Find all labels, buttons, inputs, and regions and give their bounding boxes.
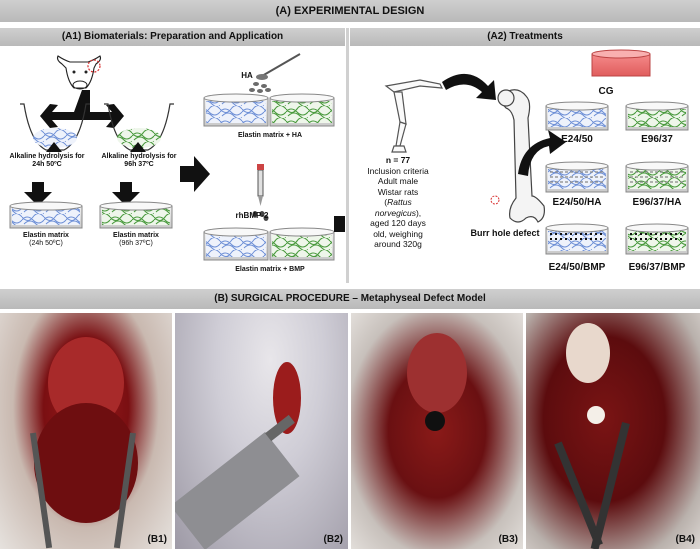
photo-b2-label: (B2) [323, 534, 343, 545]
matrix-right-title: Elastin matrix [113, 232, 159, 239]
split-arrow-icon [40, 90, 124, 128]
criteria-line: norvegicus), [358, 208, 438, 219]
section-b-bar: (B) SURGICAL PROCEDURE – Metaphyseal Def… [0, 289, 700, 309]
triangle-right-icon [130, 142, 146, 152]
matrix-left-title: Elastin matrix [23, 232, 69, 239]
curved-arrow-top-icon [442, 73, 496, 100]
bmp-dishes-icon [203, 227, 335, 261]
section-a2-bar: (A2) Treatments [350, 28, 700, 46]
bmp-label: rhBMP-2 [235, 211, 269, 220]
section-a2-title: (A2) Treatments [487, 31, 563, 42]
section-b-title: (B) SURGICAL PROCEDURE – Metaphyseal Def… [214, 293, 486, 304]
n-line: n = 77 [385, 155, 411, 165]
arrow-to-application-icon [180, 156, 210, 192]
femur-bone-icon [490, 89, 545, 223]
criteria-line: around 320g [374, 239, 422, 249]
elastin-ha-label: Elastin matrix + HA [238, 132, 302, 139]
photo-b3-label: (B3) [498, 534, 518, 545]
dish-e96-37-icon [625, 101, 689, 131]
dish-green-icon [99, 201, 173, 229]
section-divider [346, 28, 349, 283]
hydrolysis-left-label: Alkaline hydrolysis for 24h 50ºC [9, 153, 85, 168]
inclusion-criteria: n = 77 Inclusion criteria Adult male Wis… [358, 155, 438, 250]
group-e96-37-ha: E96/37/HA [632, 197, 682, 208]
elastin-bmp-label: Elastin matrix + BMP [235, 266, 305, 273]
photo-b3: (B3) [351, 313, 523, 549]
group-e24-50: E24/50 [561, 134, 593, 145]
forceps-b1-icon [30, 337, 138, 549]
burr-hole-b3-icon [407, 333, 467, 431]
photo-b2: (B2) [175, 313, 348, 549]
arrow-to-treatments-icon [334, 216, 345, 232]
criteria-line: aged 120 days [370, 218, 426, 228]
curved-arrow-right-icon [518, 130, 566, 176]
dish-e96-37-ha-icon [625, 161, 689, 193]
group-e24-50-bmp: E24/50/BMP [548, 262, 606, 273]
section-a1-bar: (A1) Biomaterials: Preparation and Appli… [0, 28, 345, 46]
matrix-right-sub: (96h 37ºC) [119, 240, 153, 247]
drill-b2-icon [175, 362, 301, 549]
group-e24-50-ha: E24/50/HA [552, 197, 602, 208]
burr-hole-label: Burr hole defect [470, 228, 540, 238]
dish-e24-50-bmp-icon [545, 223, 609, 255]
criteria-line: (Rattus [358, 197, 438, 208]
photo-b1: (B1) [0, 313, 172, 549]
a1-illustration [9, 53, 345, 261]
photo-b4: (B4) [526, 313, 700, 549]
criteria-italic: Rattus [387, 197, 412, 207]
ha-label: HA [241, 71, 253, 80]
implant-b4-icon [554, 323, 630, 549]
triangle-left-icon [46, 142, 62, 152]
criteria-line: Wistar rats [377, 186, 419, 197]
photo-b4-label: (B4) [675, 534, 695, 545]
dish-e24-50-ha-icon [545, 161, 609, 193]
pipette-icon [252, 164, 269, 221]
group-e96-37: E96/37 [641, 134, 673, 145]
cg-dish-icon [591, 49, 651, 77]
group-e96-37-bmp: E96/37/BMP [628, 262, 686, 273]
spatula-icon [249, 53, 301, 93]
rat-leg-skeleton-icon [384, 79, 444, 153]
down-arrow-right-icon [112, 182, 140, 206]
matrix-left-sub: (24h 50ºC) [29, 240, 63, 247]
dish-blue-icon [9, 201, 83, 229]
a2-illustration [384, 49, 689, 255]
criteria-line: Adult male [377, 176, 419, 186]
page-title: (A) EXPERIMENTAL DESIGN [275, 5, 425, 17]
criteria-paren: ), [415, 207, 422, 218]
criteria-italic: norvegicus [374, 207, 416, 218]
cow-head-icon [56, 55, 102, 90]
dish-e24-50-icon [545, 101, 609, 131]
dish-e96-37-bmp-icon [625, 223, 689, 255]
section-a1-title: (A1) Biomaterials: Preparation and Appli… [61, 31, 284, 42]
criteria-line: old, weighing [373, 228, 423, 239]
criteria-paren: ( [384, 197, 388, 207]
header-bar: (A) EXPERIMENTAL DESIGN [0, 0, 700, 22]
group-cg: CG [598, 86, 614, 97]
criteria-line: Inclusion criteria [367, 165, 429, 176]
photo-b1-label: (B1) [147, 534, 167, 545]
hydrolysis-right-label: Alkaline hydrolysis for 96h 37ºC [101, 153, 177, 168]
ha-dishes-icon [203, 93, 335, 127]
down-arrow-left-icon [24, 182, 52, 206]
